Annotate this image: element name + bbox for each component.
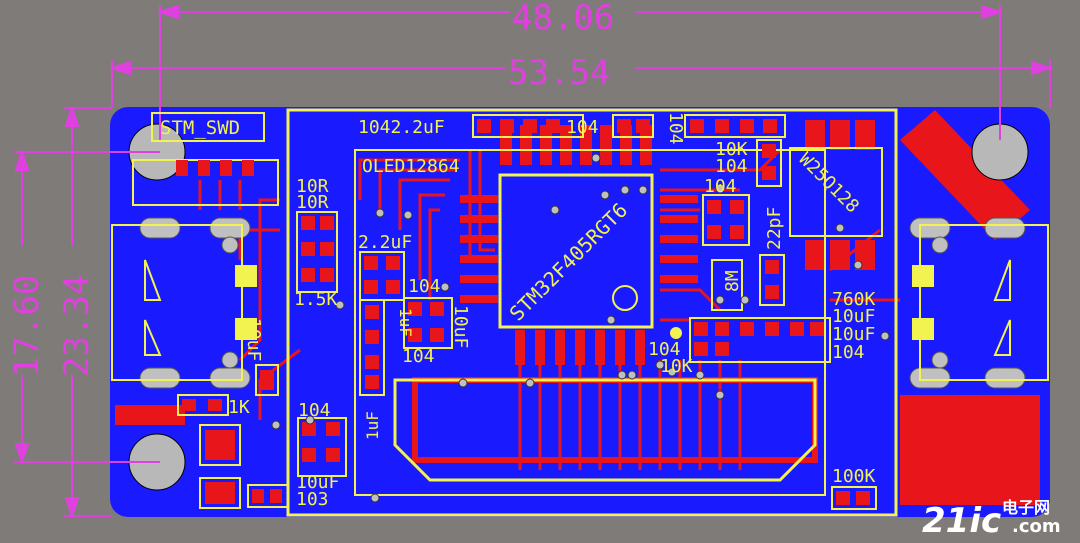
label-crystal: 8M: [722, 270, 743, 292]
label-10uf-r1: 10uF: [832, 306, 875, 327]
label-104-r1: 104: [715, 156, 748, 177]
label-10r-a: 10R: [296, 176, 329, 197]
swd-label-box: [151, 112, 265, 142]
label-104-mid: 104: [408, 276, 441, 297]
label-104-r2: 104: [704, 176, 737, 197]
dim-label-bg-left: [8, 245, 38, 375]
passive-pads: [182, 119, 870, 505]
label-1uf-b: 1uF: [363, 411, 382, 440]
label-10uf-bl: 10uF: [296, 472, 339, 493]
label-22pf: 22pF: [764, 207, 785, 250]
label-104-c: 104: [648, 339, 681, 360]
label-10r-b: 10R: [296, 192, 329, 213]
label-top-caps: 1042.2uF: [358, 117, 445, 138]
vias: [271, 153, 890, 503]
label-1k: 1K: [228, 397, 250, 418]
label-104-top: 104: [566, 117, 599, 138]
oled-outline: [354, 149, 826, 496]
label-10uf-r2: 10uF: [832, 324, 875, 345]
label-104-vertical: 104: [665, 112, 686, 145]
dim-inner-height: 17.60: [7, 275, 47, 377]
pin1-marker: [612, 285, 638, 311]
watermark: 21ic 电子网 .com: [922, 498, 1061, 541]
watermark-cn: 电子网: [1002, 498, 1050, 517]
silkscreen-usb: [111, 224, 1049, 381]
usb-yellow-pads: [235, 265, 934, 340]
label-1-5k: 1.5K: [294, 289, 338, 310]
flash-chip: [789, 147, 883, 237]
passives: [177, 114, 877, 510]
mcu-chip: [498, 173, 682, 339]
watermark-brand: 21ic: [922, 501, 1001, 541]
label-stm-swd: STM_SWD: [160, 117, 240, 139]
label-104-r3: 104: [832, 342, 865, 363]
label-104-bl: 104: [298, 400, 331, 421]
label-10k-b: 10K: [660, 356, 693, 377]
oled-fpc: [393, 378, 817, 482]
dim-label-bg-mid: [505, 54, 635, 84]
dim-label-bg-left2: [58, 245, 88, 375]
dim-outer-height: 23.34: [57, 275, 97, 377]
label-2-2uf: 2.2uF: [358, 232, 412, 253]
label-10k: 10K: [715, 139, 748, 160]
label-760k: 760K: [832, 289, 876, 310]
watermark-domain: .com: [1012, 516, 1061, 537]
label-oled: OLED12864: [362, 156, 460, 177]
module-frame: [286, 108, 898, 517]
dim-inner-width: 48.06: [512, 0, 614, 38]
dim-label-bg-top: [510, 0, 635, 30]
label-103: 103: [296, 489, 329, 510]
label-104-low: 104: [402, 346, 435, 367]
top-copper-pads: [115, 110, 1040, 505]
label-100k: 100K: [832, 466, 876, 487]
label-1uf-a: 1uF: [396, 308, 415, 337]
label-10uf-left: 10uF: [243, 318, 264, 361]
swd-header: [132, 159, 279, 206]
dim-outer-width: 53.54: [508, 53, 610, 93]
label-10uf-mid: 10uF: [450, 305, 471, 348]
